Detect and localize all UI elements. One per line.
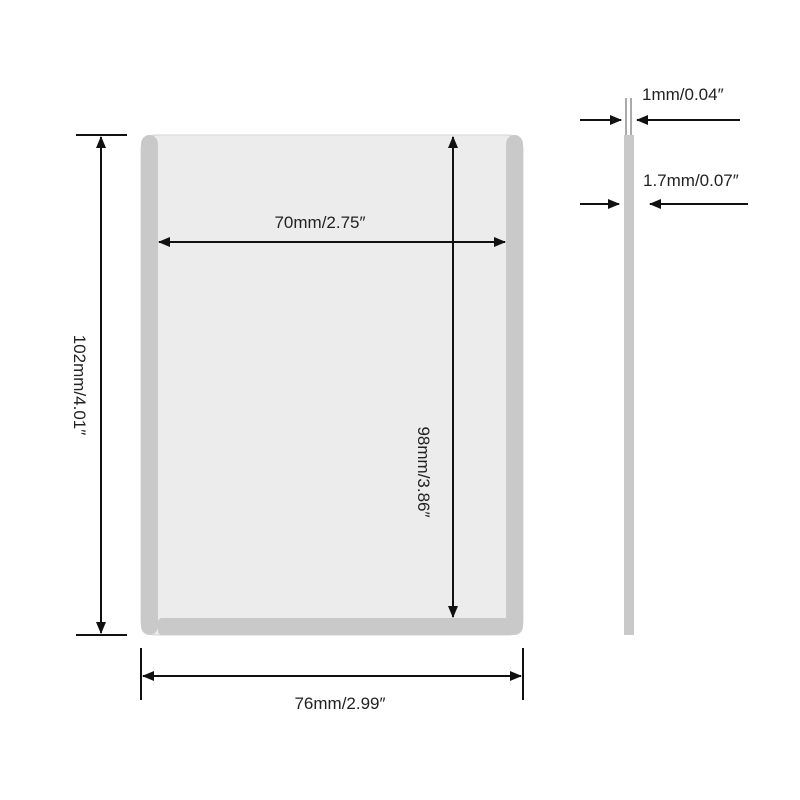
sleeve-front-view — [140, 134, 524, 636]
outer-width-dimension: 76mm/2.99″ — [140, 648, 524, 713]
sleeve-body — [140, 134, 524, 636]
thickness-outer-label: 1.7mm/0.07″ — [643, 171, 739, 190]
thickness-inner-label: 1mm/0.04″ — [642, 85, 724, 104]
outer-height-dimension: 102mm/4.01″ — [70, 134, 127, 636]
inner-height-label: 98mm/3.86″ — [414, 426, 433, 517]
inner-height-dimension: 98mm/3.86″ — [414, 136, 458, 618]
sleeve-side-profile — [624, 135, 634, 635]
sleeve-right-edge — [506, 135, 523, 635]
sleeve-left-edge — [141, 135, 158, 635]
sleeve-bottom-seal — [158, 618, 515, 635]
inner-width-label: 70mm/2.75″ — [274, 213, 365, 232]
inner-width-dimension: 70mm/2.75″ — [158, 213, 506, 247]
sleeve-side-view: 1mm/0.04″ 1.7mm/0.07″ — [580, 85, 748, 635]
outer-height-label: 102mm/4.01″ — [70, 335, 89, 436]
outer-width-label: 76mm/2.99″ — [294, 694, 385, 713]
